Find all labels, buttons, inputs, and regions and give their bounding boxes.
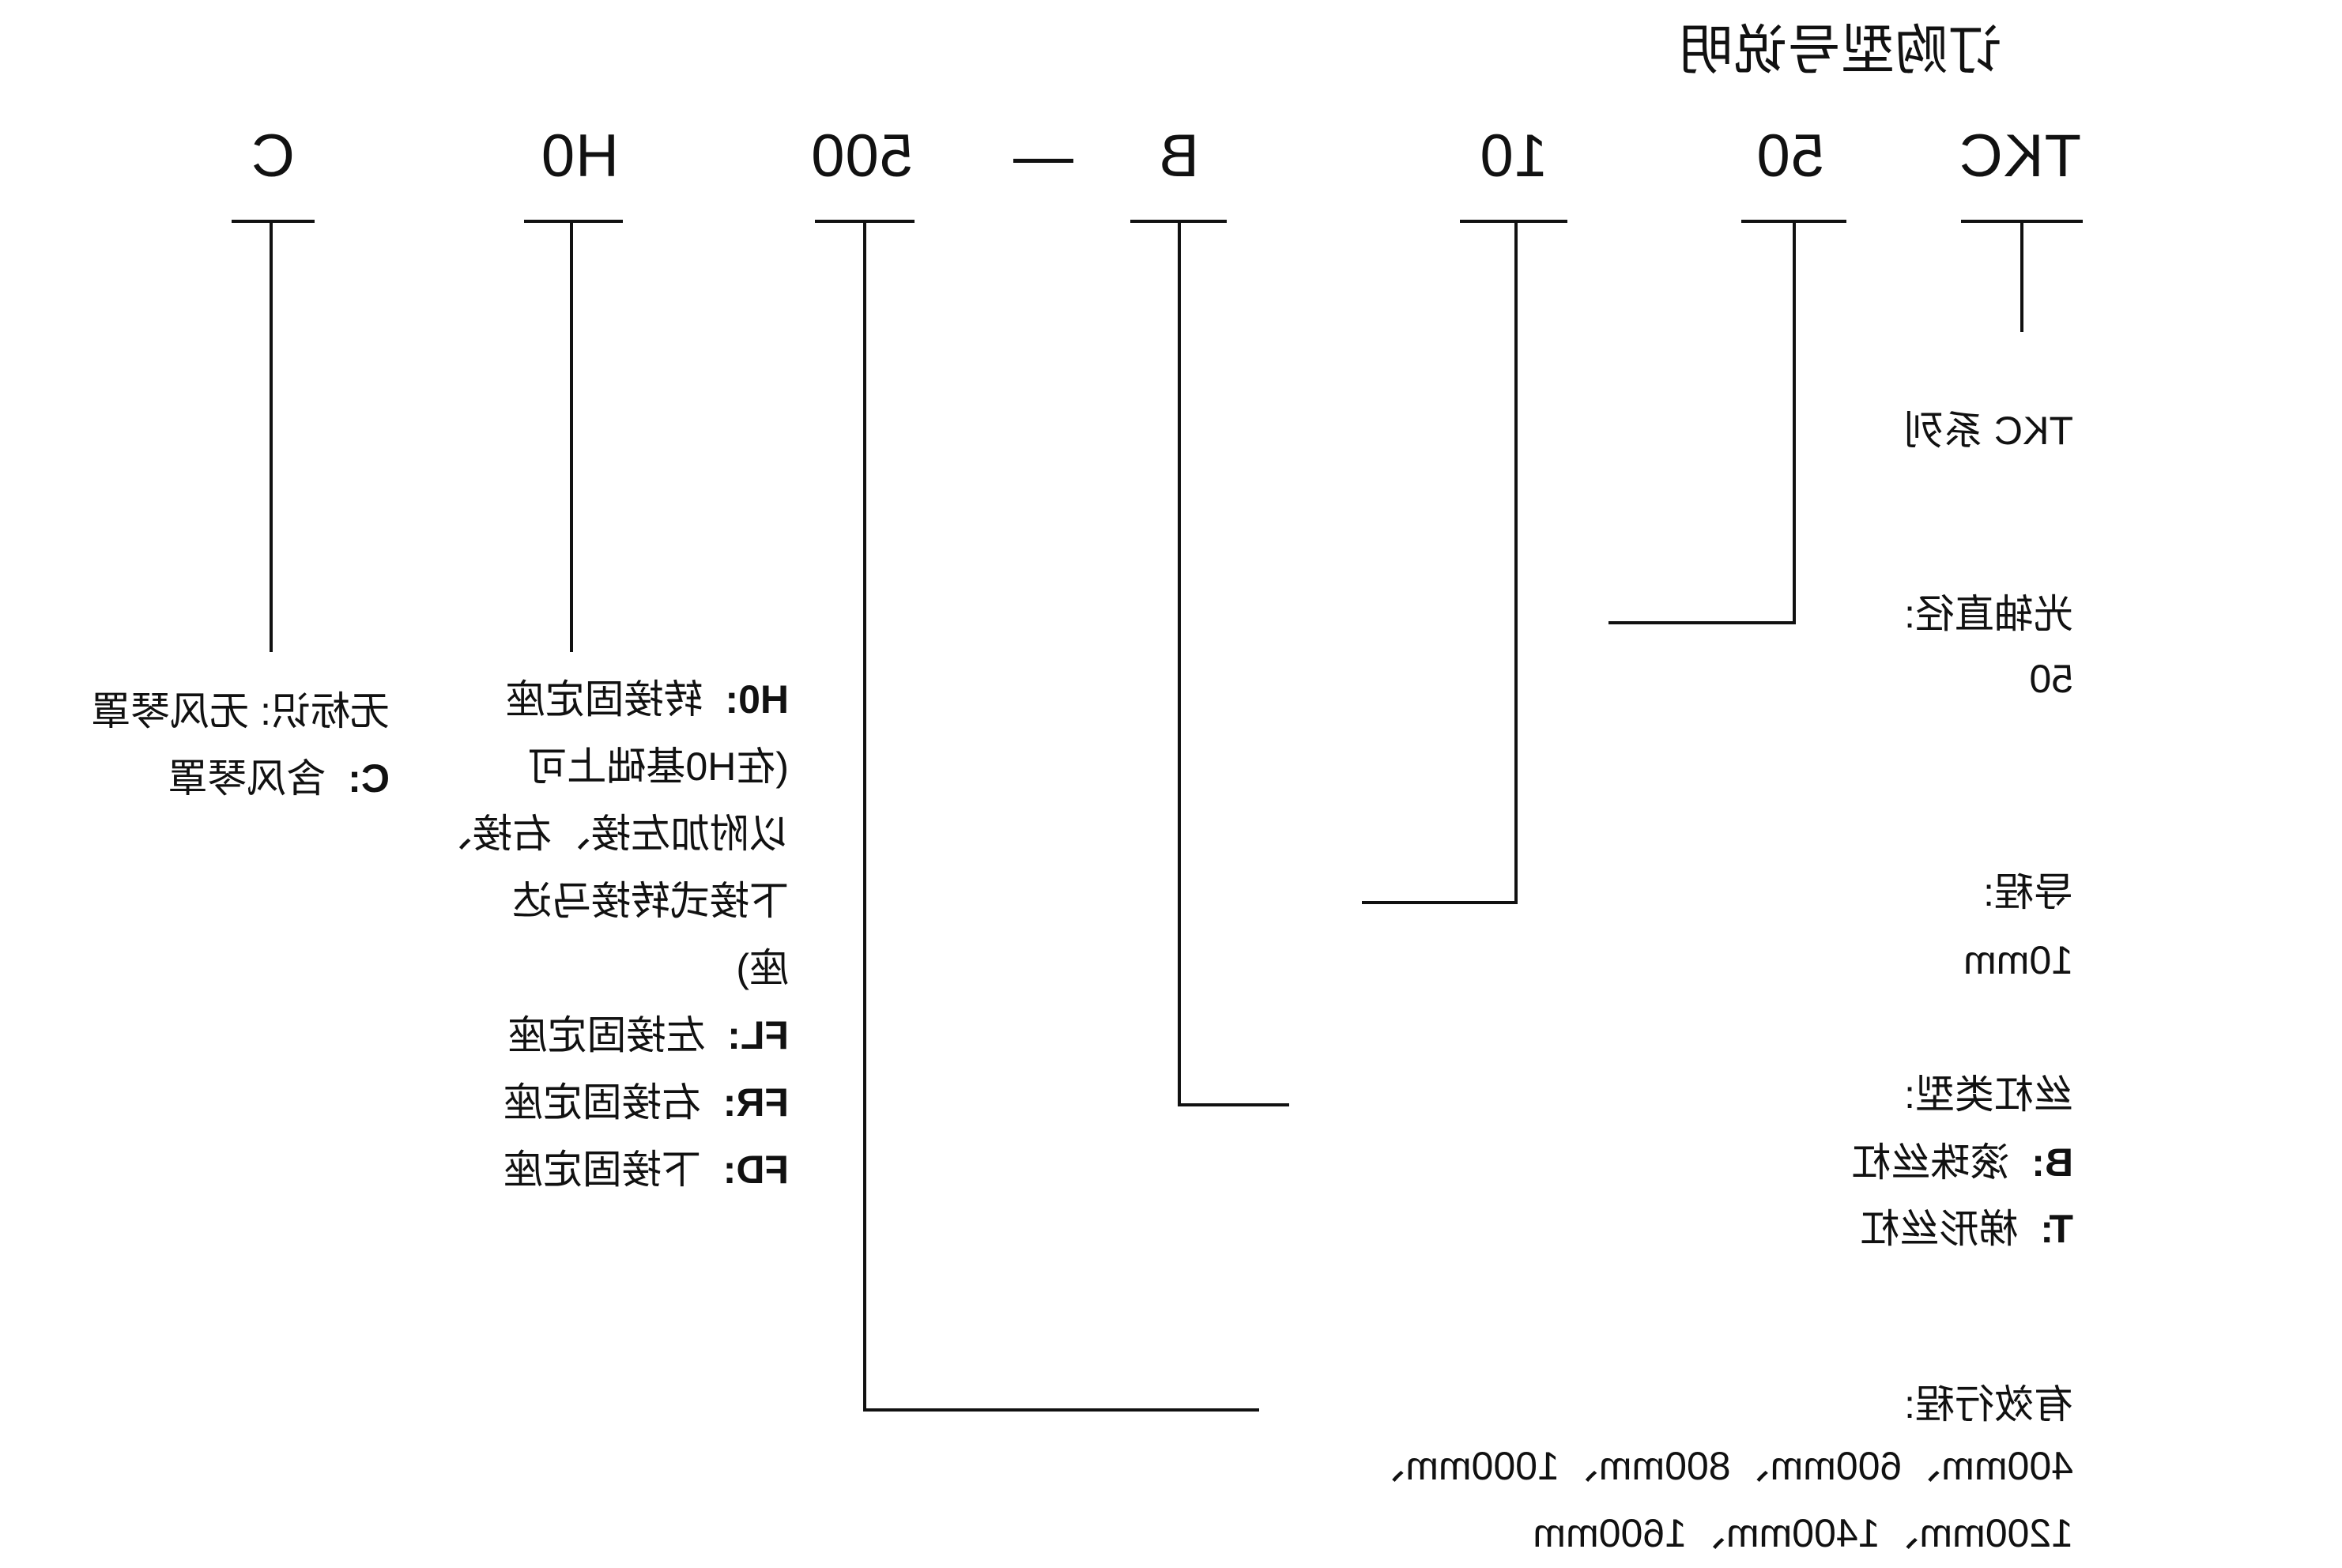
desc-mount-h0: H0: 转接固定座 — [505, 677, 789, 722]
desc-mount-h0-note4: 座) — [736, 946, 789, 990]
desc-mount-fd: FD: 下接固定座 — [503, 1148, 789, 1192]
code-tkc: TKC — [1959, 122, 2081, 190]
desc-shaft-label: 光轴直径: — [1904, 592, 2073, 636]
code-lead: 10 — [1479, 122, 1548, 190]
desc-lead-label: 导程: — [1983, 870, 2073, 914]
desc-mount-h0-note3: 下接式转接马达 — [512, 879, 789, 923]
code-stroke: 500 — [810, 122, 913, 190]
desc-lead-value: 10mm — [1963, 938, 2073, 982]
code-shaft-diameter: 50 — [1756, 122, 1824, 190]
desc-mount-h0-note1: (在H0基础上可 — [527, 744, 789, 789]
desc-shaft-value: 50 — [2029, 657, 2073, 701]
desc-cover-none: 无标识: 无风琴罩 — [91, 689, 390, 733]
desc-mount-fr: FR: 右接固定座 — [503, 1080, 789, 1125]
desc-stroke-line1: 400mm、600mm、800mm、1000mm、 — [1366, 1444, 2073, 1488]
leader-b — [1178, 221, 1289, 1106]
desc-screw-label: 丝杠类型: — [1904, 1072, 2073, 1117]
desc-cover-c: C: 含风琴罩 — [168, 756, 390, 801]
page-title: 订购型号说明 — [1679, 21, 2002, 81]
desc-stroke-label: 有效行程: — [1904, 1382, 2073, 1427]
desc-mount-fl: FL: 左接固定座 — [507, 1013, 789, 1057]
desc-screw-b: B: 滚珠丝杠 — [1851, 1140, 2073, 1185]
desc-series: TKC 系列 — [1904, 409, 2073, 453]
leader-50 — [1608, 221, 1796, 624]
code-separator: — — [1013, 122, 1073, 190]
desc-mount-h0-note2: 以附加左接、右接、 — [433, 812, 789, 856]
leader-10 — [1362, 221, 1518, 904]
code-mount: H0 — [540, 122, 619, 190]
leader-500 — [863, 221, 1259, 1412]
desc-screw-t: T: 梯形丝杠 — [1860, 1207, 2073, 1251]
desc-stroke-line2: 1200mm、1400mm、1600mm — [1533, 1511, 2073, 1555]
code-screw-type: B — [1158, 122, 1199, 190]
code-cover: C — [251, 122, 295, 190]
